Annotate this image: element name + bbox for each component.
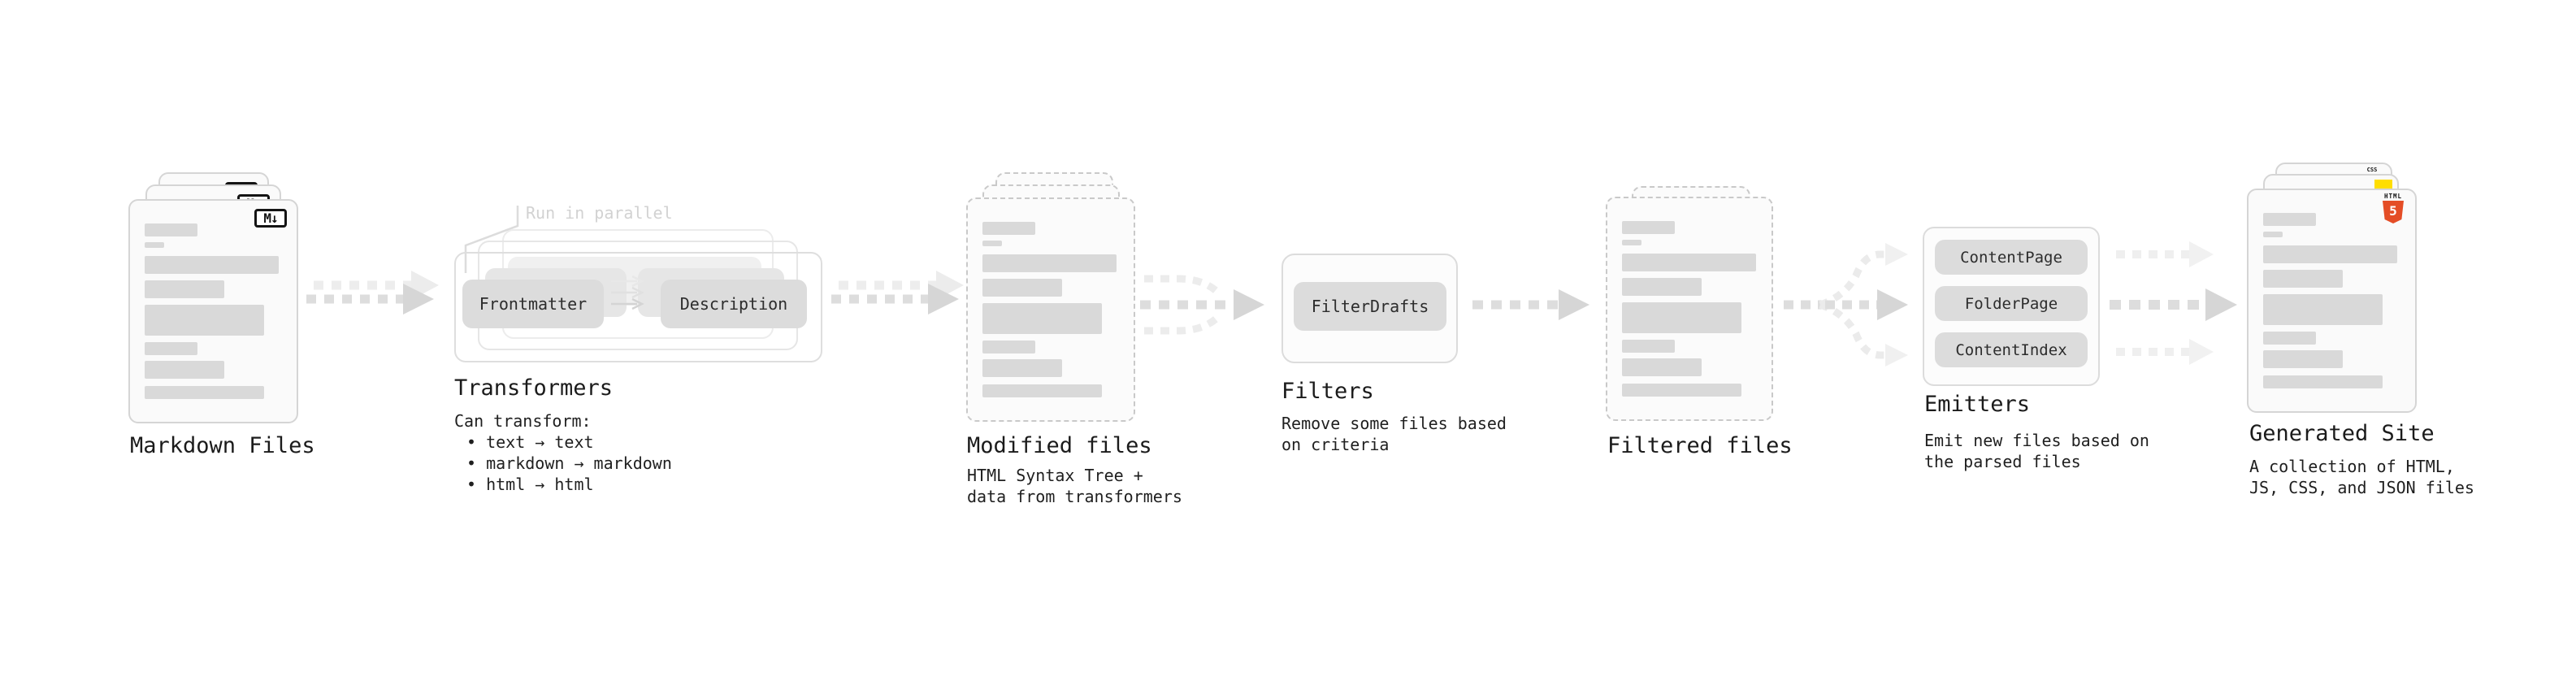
html5-icon-label: HTML: [2383, 193, 2403, 200]
placeholder-bar: [2263, 213, 2316, 226]
stage-description: Emit new files based on the parsed files: [1924, 430, 2149, 472]
file-card-front: M↓: [128, 199, 298, 423]
placeholder-bar: [145, 361, 224, 379]
placeholder-bar: [1622, 221, 1675, 234]
stage-title: Filtered files: [1607, 433, 1793, 458]
stage-title: Modified files: [967, 433, 1152, 458]
file-card-front: [966, 197, 1135, 422]
placeholder-bar: [982, 384, 1102, 397]
placeholder-bar: [145, 342, 197, 355]
chip-description: Description: [661, 280, 807, 328]
chip-flow-arrows: [611, 275, 644, 310]
chip-contentindex: ContentIndex: [1935, 332, 2088, 367]
placeholder-bar: [1622, 384, 1741, 397]
placeholder-bar: [982, 254, 1117, 272]
flow-arrow-filters-to-filtered: [1472, 289, 1589, 320]
description-line: on criteria: [1281, 435, 1390, 454]
description-line: JS, CSS, and JSON files: [2249, 478, 2474, 497]
stage-description: HTML Syntax Tree + data from transformer…: [967, 465, 1182, 507]
description-line: the parsed files: [1924, 452, 2081, 471]
stage-description: Remove some files based on criteria: [1281, 413, 1507, 455]
flow-arrow-fanout: [1784, 243, 1908, 367]
placeholder-bar: [2263, 350, 2343, 368]
stage-title: Markdown Files: [130, 433, 315, 458]
placeholder-bar: [1622, 358, 1702, 376]
placeholder-bar: [145, 223, 197, 236]
annotation-callout-line: [464, 206, 519, 273]
placeholder-bar: [982, 359, 1062, 377]
stage-title: Generated Site: [2249, 421, 2435, 446]
flow-arrow-merge: [1140, 275, 1264, 335]
placeholder-bar: [2263, 375, 2383, 388]
placeholder-bar: [982, 340, 1035, 354]
chip-filterdrafts: FilterDrafts: [1294, 282, 1446, 331]
stage-description: Can transform: • text → text • markdown …: [454, 410, 672, 495]
placeholder-bar: [145, 256, 279, 274]
emitters-card: ContentPage FolderPage ContentIndex: [1923, 227, 2100, 386]
placeholder-bar: [145, 386, 264, 399]
chip-frontmatter: Frontmatter: [462, 280, 604, 328]
description-line: • html → html: [466, 475, 594, 494]
description-line: Can transform:: [454, 411, 592, 431]
placeholder-bar: [145, 242, 164, 248]
placeholder-bar: [2263, 245, 2397, 263]
placeholder-bar: [982, 303, 1102, 334]
placeholder-bar: [1622, 278, 1702, 296]
parallel-annotation: Run in parallel: [526, 203, 673, 223]
placeholder-bar: [2263, 332, 2316, 345]
description-line: data from transformers: [967, 487, 1182, 506]
description-line: HTML Syntax Tree +: [967, 466, 1143, 485]
js-icon: [2374, 180, 2392, 189]
placeholder-bar: [1622, 254, 1756, 271]
chip-folderpage: FolderPage: [1935, 286, 2088, 321]
stage-description: A collection of HTML, JS, CSS, and JSON …: [2249, 456, 2474, 498]
placeholder-bar: [982, 241, 1002, 246]
css-icon-label: CSS: [2366, 167, 2378, 173]
description-line: Emit new files based on: [1924, 431, 2149, 450]
html5-icon-shield: 5: [2383, 201, 2404, 223]
placeholder-bar: [145, 280, 224, 298]
placeholder-bar: [2263, 232, 2283, 237]
description-line: Remove some files based: [1281, 414, 1507, 433]
description-line: A collection of HTML,: [2249, 457, 2455, 476]
chip-contentpage: ContentPage: [1935, 240, 2088, 275]
flow-arrow-transformers-to-modified: [831, 271, 964, 314]
description-line: • markdown → markdown: [466, 453, 672, 473]
flow-arrow-markdown-to-transformers: [306, 271, 439, 314]
stage-title: Emitters: [1924, 392, 2031, 417]
html5-icon: HTML 5: [2382, 193, 2405, 223]
flow-arrow-emitters-to-site: [2110, 241, 2237, 365]
placeholder-bar: [1622, 340, 1675, 353]
placeholder-bar: [1622, 302, 1741, 333]
file-card-front: HTML 5: [2247, 189, 2417, 413]
placeholder-bar: [982, 222, 1035, 235]
placeholder-bar: [145, 305, 264, 336]
filters-card: FilterDrafts: [1281, 254, 1458, 363]
placeholder-bar: [2263, 294, 2383, 325]
stage-title: Filters: [1281, 379, 1374, 404]
placeholder-bar: [1622, 240, 1641, 245]
placeholder-bar: [982, 279, 1062, 297]
transformer-layer-box-front: [454, 252, 822, 362]
file-card-front: [1606, 197, 1773, 421]
markdown-icon: M↓: [254, 209, 287, 228]
description-line: • text → text: [466, 432, 594, 452]
placeholder-bar: [2263, 270, 2343, 288]
stage-title: Transformers: [454, 375, 614, 401]
